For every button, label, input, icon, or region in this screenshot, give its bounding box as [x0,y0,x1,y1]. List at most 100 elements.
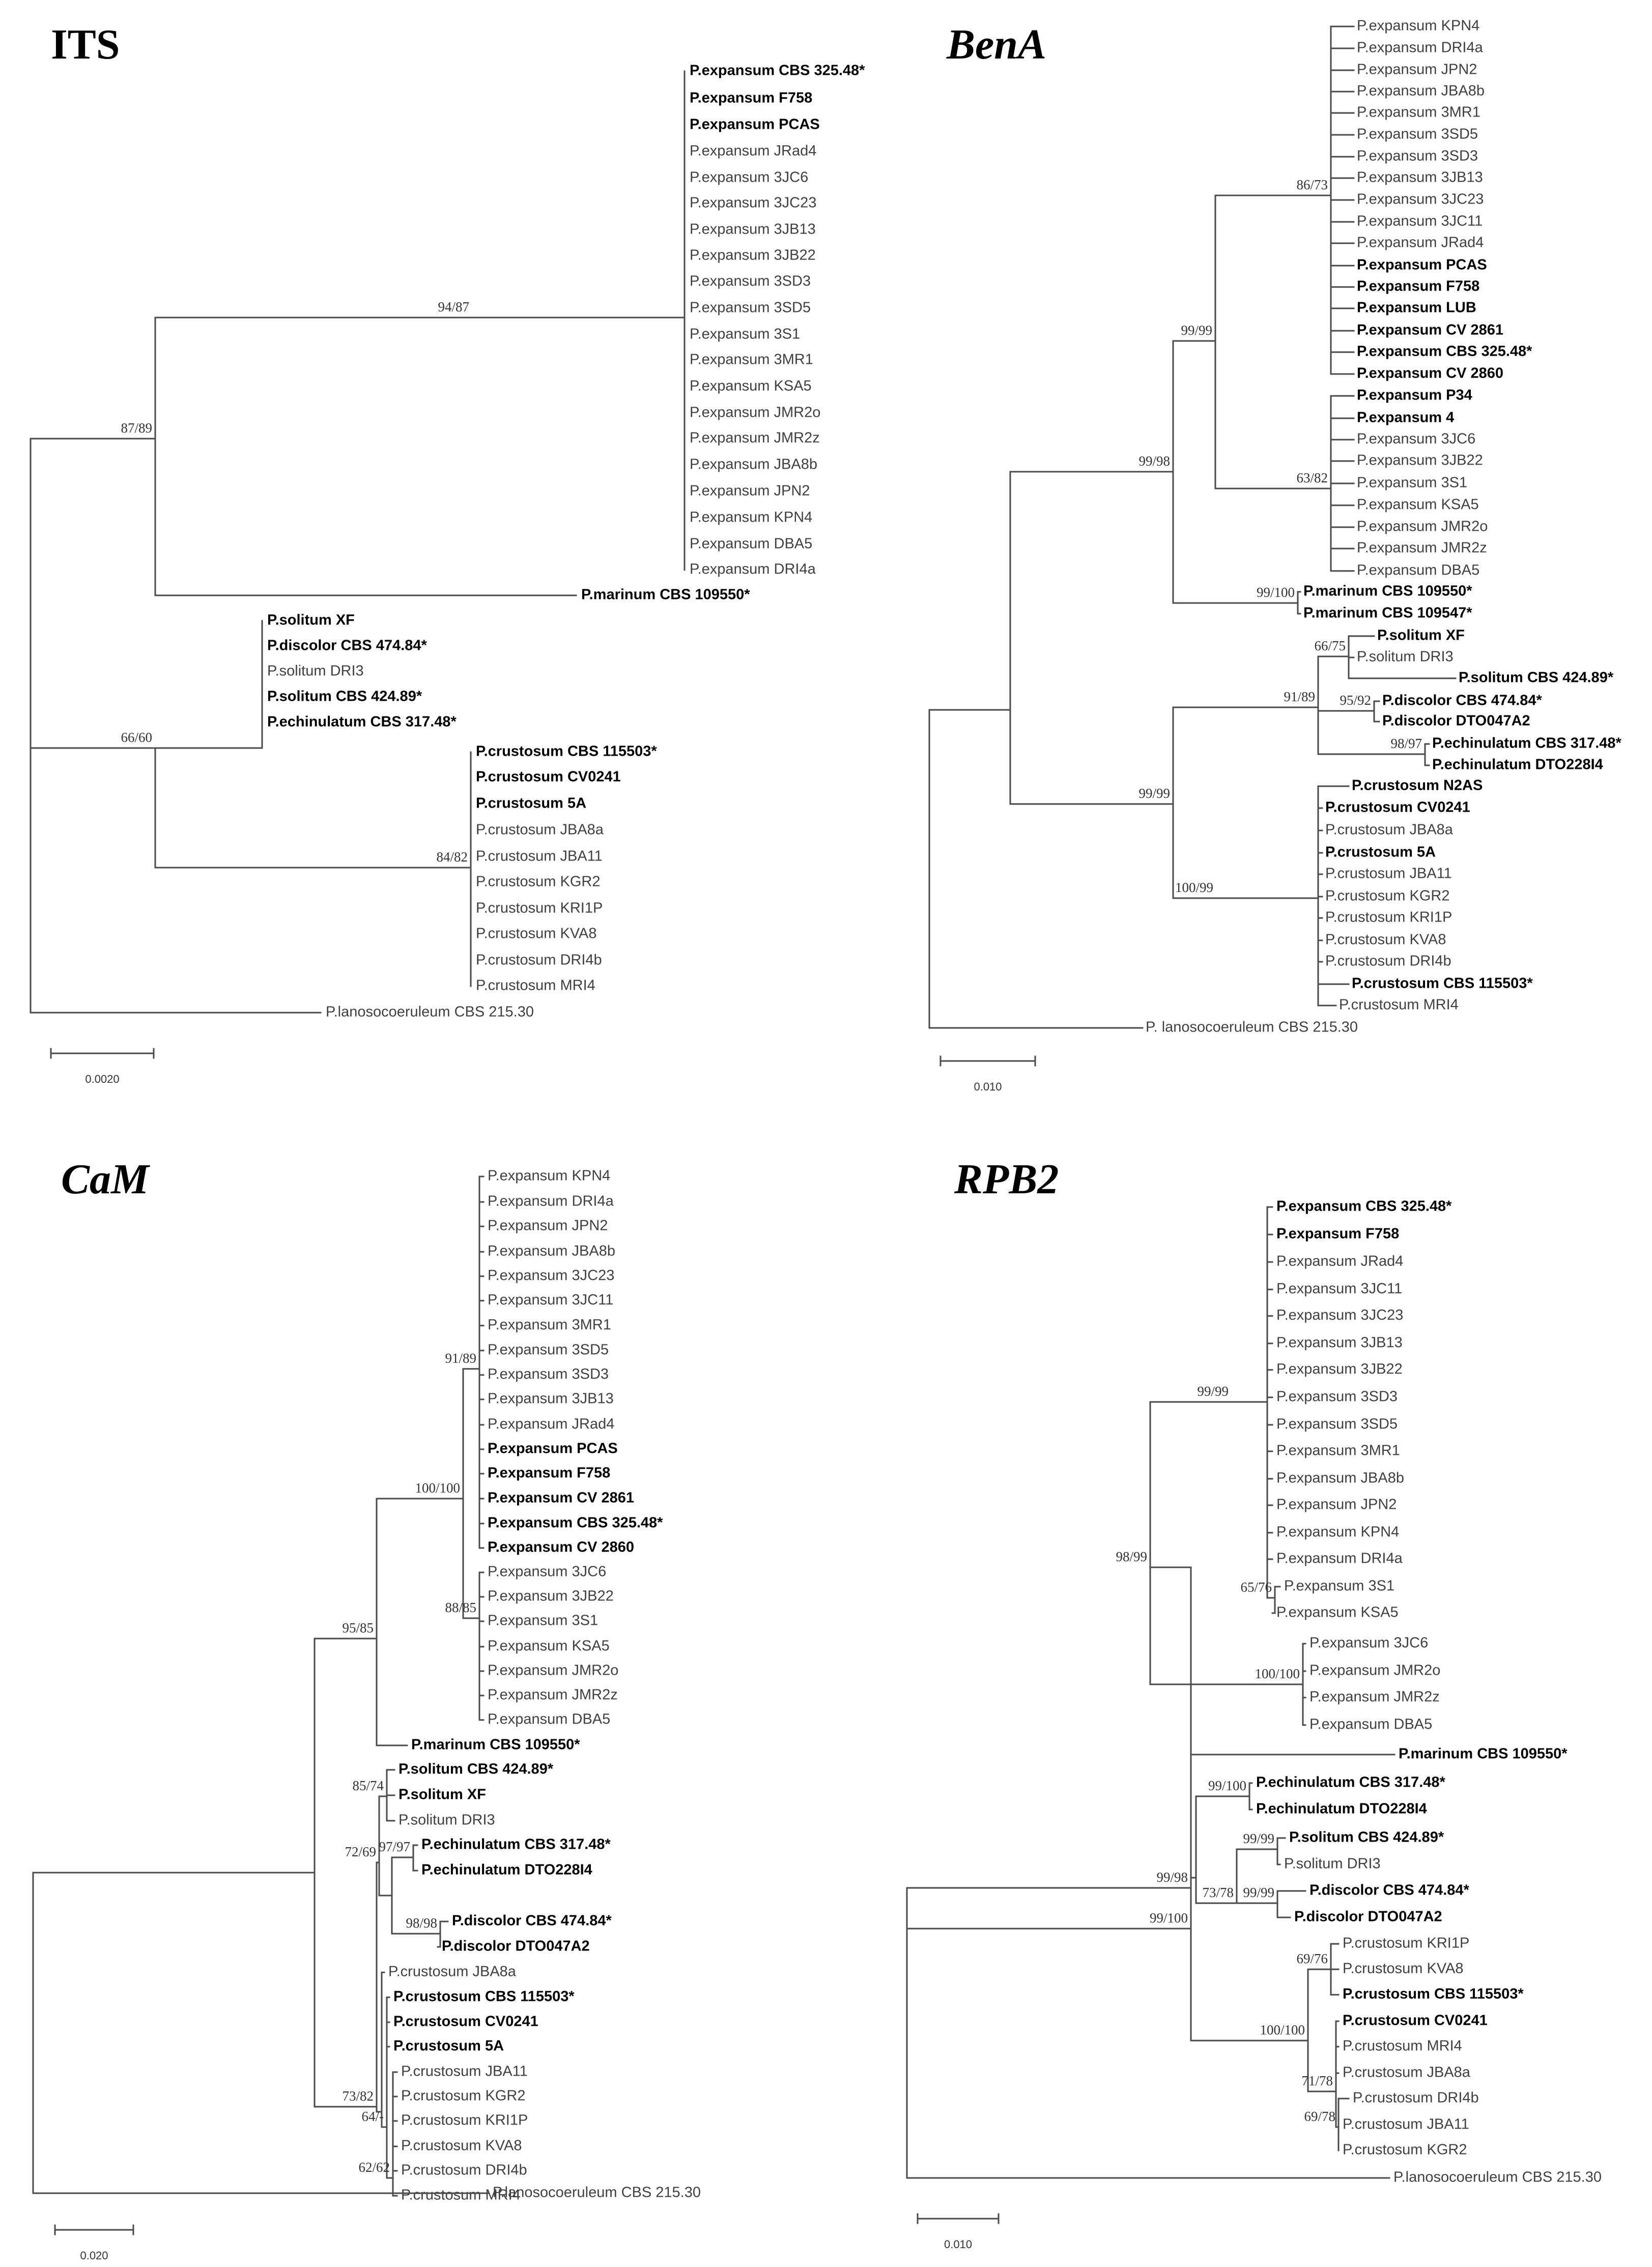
taxon-label: P.crustosum MRI4 [401,2187,521,2203]
support-value: 66/60 [121,730,152,745]
taxon-label: P.crustosum DRI4b [1353,2090,1479,2106]
taxon-label: P.expansum JMR2o [1357,519,1488,535]
support-value: 99/100 [1150,1910,1188,1926]
taxon-label: P.expansum 3JC6 [1357,431,1475,447]
taxon-label: P.expansum CBS 325.48* [1357,343,1532,360]
taxon-label: P.expansum 3JC23 [1276,1307,1403,1324]
taxon-label: P.crustosum JBA11 [476,848,603,865]
taxon-label: P.expansum JBA8b [690,456,817,473]
support-value: 95/85 [342,1620,374,1635]
taxon-label: P.expansum 3MR1 [1276,1443,1400,1459]
taxon-label: P.crustosum CBS 115503* [1343,1986,1524,2002]
taxon-label: P.echinulatum CBS 317.48* [421,1836,611,1853]
support-value: 99/98 [1138,453,1170,469]
scale-bar-cam: 0.020 [54,2229,134,2262]
taxon-label: P.crustosum JBA11 [1343,2116,1469,2133]
taxon-label: P.expansum JPN2 [1357,62,1477,78]
taxon-label: P.echinulatum CBS 317.48* [1432,735,1622,752]
taxon-label: P.expansum CV 2860 [488,1539,634,1556]
taxon-label: P.expansum JMR2z [1309,1689,1440,1705]
taxon-label: P.expansum JBA8b [1276,1470,1404,1486]
taxon-label: P.solitum DRI3 [398,1812,495,1828]
taxon-label: P.expansum CBS 325.48* [488,1515,663,1531]
taxon-label: P.expansum JPN2 [1276,1497,1397,1513]
taxon-label: P.expansum CV 2861 [1357,322,1503,338]
taxon-label: P.expansum P34 [1357,387,1472,404]
taxon-label: P.marinum CBS 109550* [1399,1746,1568,1762]
taxon-label: P.expansum 3JB22 [1357,452,1483,469]
taxon-label: P. lanosocoeruleum CBS 215.30 [1146,1019,1358,1036]
taxon-label: P.expansum 3JB13 [488,1391,614,1407]
taxon-label: P.expansum DBA5 [690,536,812,552]
taxon-label: P.expansum JPN2 [690,483,810,499]
taxon-label: P.crustosum KRI1P [476,900,603,916]
support-value: 62/62 [358,2160,390,2175]
taxon-label: P.expansum PCAS [488,1441,618,1457]
support-value: 73/82 [342,2088,374,2104]
taxon-label: P.expansum DRI4a [1276,1551,1403,1567]
taxon-label: P.expansum 3JC23 [690,195,816,211]
taxon-label: P.expansum JRad4 [488,1416,614,1432]
taxon-label: P.crustosum 5A [1325,844,1436,860]
taxon-label: P.crustosum CV0241 [1325,799,1470,816]
panel-title-bena: BenA [946,21,1046,68]
taxon-label: P.expansum DRI4a [488,1193,614,1210]
support-value: 100/100 [1260,2022,1305,2038]
taxon-label: P.echinulatum DTO228I4 [1256,1801,1427,1817]
taxon-label: P.expansum JMR2z [690,430,820,446]
taxon-label: P.expansum 3SD3 [488,1366,609,1383]
taxon-label: P.crustosum KGR2 [476,874,600,890]
support-value: 99/99 [1181,323,1212,338]
taxon-label: P.expansum 3JC6 [1309,1635,1428,1651]
taxon-label: P.expansum JRad4 [690,143,816,159]
taxon-label: P.crustosum CBS 115503* [1352,975,1533,992]
support-value: 98/98 [406,1915,437,1931]
taxon-label: P.expansum KPN4 [1276,1524,1399,1540]
taxon-label: P.marinum CBS 109550* [1303,583,1472,599]
taxon-label: P.expansum 3S1 [1284,1578,1394,1594]
taxon-label: P.discolor CBS 474.84* [1309,1882,1470,1899]
taxon-label: P.expansum CV 2861 [488,1490,634,1506]
taxon-label: P.expansum F758 [488,1465,610,1481]
taxon-label: P.expansum JMR2z [1357,540,1487,556]
support-value: 99/99 [1243,1831,1274,1846]
panel-title-cam: CaM [61,1156,151,1203]
taxon-label: P.crustosum KVA8 [476,926,596,942]
taxon-label: P.crustosum CBS 115503* [393,1989,575,2005]
taxon-label: P.expansum 3JB22 [1276,1361,1403,1378]
taxon-label: P.solitum CBS 424.89* [1289,1829,1444,1846]
taxon-label: P.expansum JBA8b [488,1243,615,1259]
taxon-label: P.expansum 3JC6 [488,1564,606,1580]
support-value: 94/87 [438,299,469,314]
taxon-label: P.expansum 3MR1 [488,1317,611,1333]
taxon-label: P.expansum F758 [1357,278,1479,295]
taxon-label: P.expansum KPN4 [690,509,812,526]
taxon-label: P.expansum 4 [1357,410,1454,426]
taxon-label: P.discolor DTO047A2 [442,1938,590,1955]
taxon-label: P.discolor CBS 474.84* [267,638,428,654]
taxon-label: P.lanosocoeruleum CBS 215.30 [326,1004,534,1020]
taxon-label: P.expansum JMR2o [1309,1662,1440,1679]
taxon-label: P.lanosocoeruleum CBS 215.30 [493,2185,701,2201]
support-value: 66/75 [1314,638,1346,653]
taxon-label: P.expansum 3JC11 [1276,1281,1402,1297]
support-value: 100/99 [1175,880,1213,895]
taxon-label: P.crustosum 5A [476,795,586,812]
taxon-label: P.expansum 3SD3 [1357,148,1478,164]
scale-bar-label-rpb2: 0.010 [944,2238,972,2251]
taxon-label: P.crustosum KRI1P [1325,909,1452,926]
taxon-label: P.expansum 3SD3 [1276,1389,1398,1405]
taxon-label: P.crustosum MRI4 [476,978,595,994]
taxon-label: P.expansum DRI4a [690,561,816,578]
taxon-label: P.solitum CBS 424.89* [1459,670,1614,686]
taxon-label: P.expansum DBA5 [1309,1716,1432,1733]
scale-bar-bena: 0.010 [939,1060,1036,1093]
taxon-label: P.expansum 3JC11 [488,1292,613,1308]
taxon-label: P.echinulatum CBS 317.48* [1256,1774,1446,1791]
taxon-label: P.crustosum KRI1P [1343,1935,1469,1952]
support-value: 97/97 [379,1839,410,1854]
taxon-label: P.solitum XF [398,1787,486,1803]
taxon-label: P.expansum 3JB13 [1357,169,1483,186]
taxon-label: P.expansum CBS 325.48* [1276,1198,1452,1215]
